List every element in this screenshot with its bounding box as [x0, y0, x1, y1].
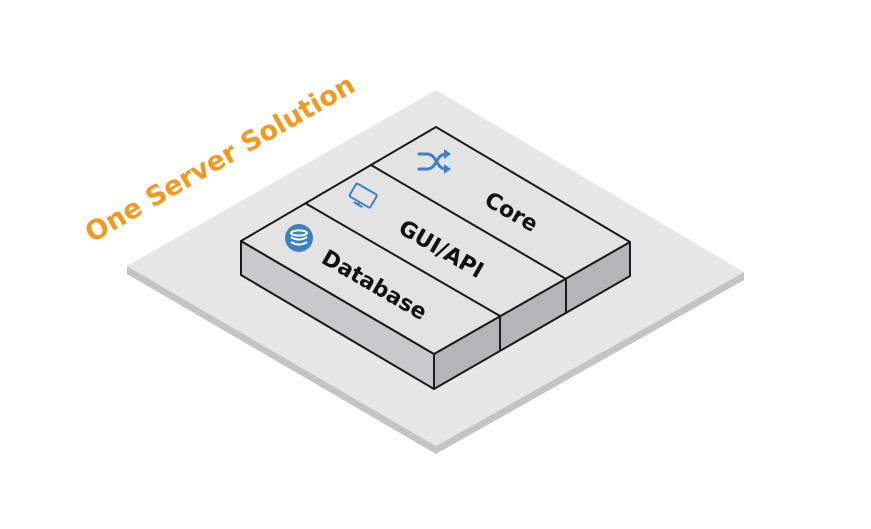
database-icon — [285, 224, 313, 252]
shuffle-icon — [417, 149, 451, 174]
monitor-icon — [348, 182, 378, 209]
divider-gui-core — [370, 164, 567, 280]
divider-database-gui — [304, 202, 501, 317]
